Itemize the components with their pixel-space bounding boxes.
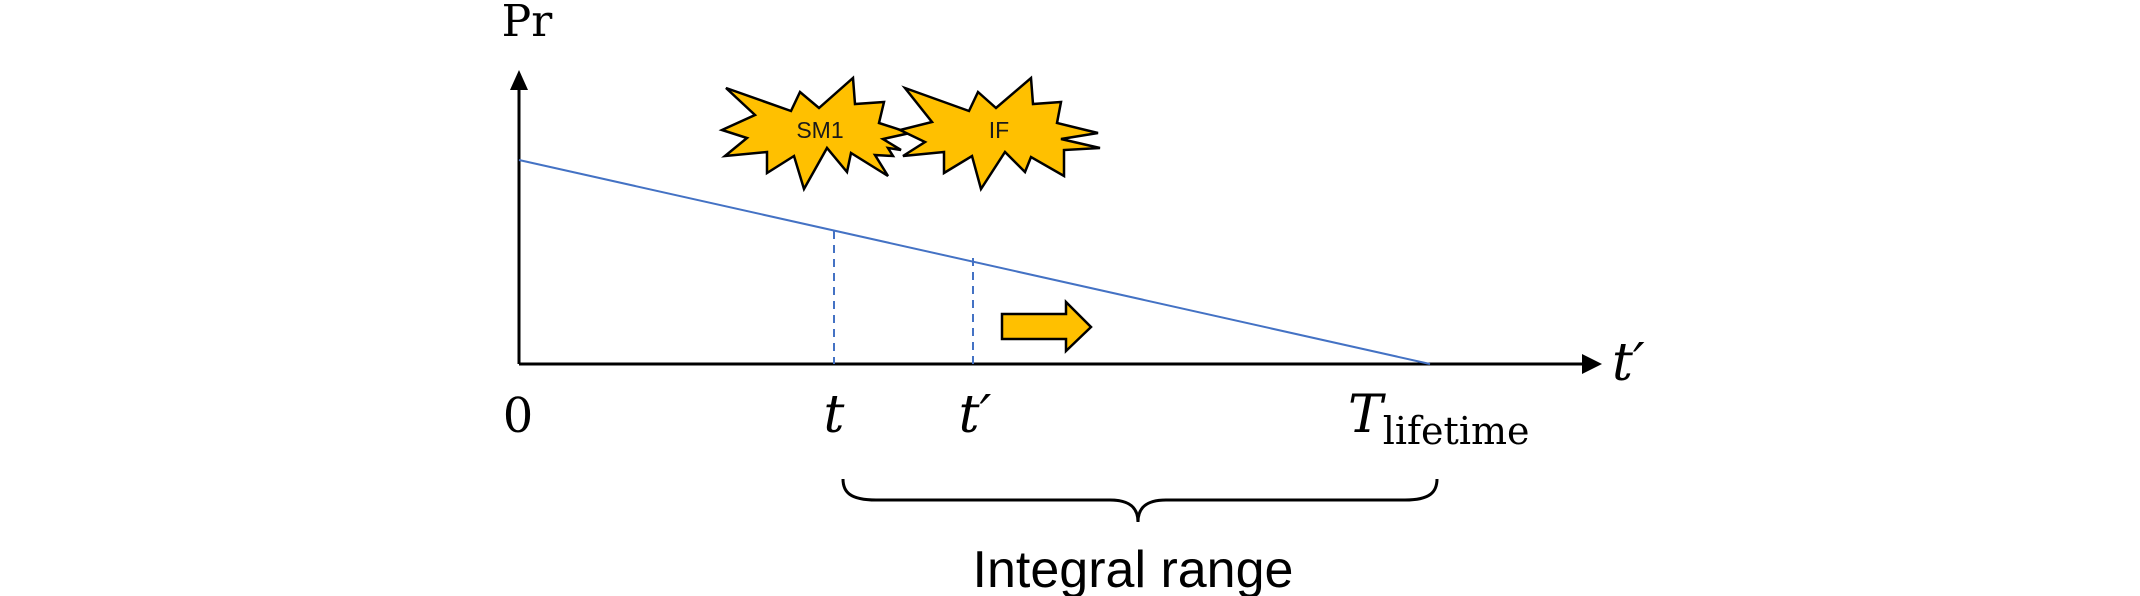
burst-sm1: SM1	[718, 75, 915, 193]
tick-lifetime-label: Tlifetime	[1348, 385, 1530, 453]
y-axis-arrowhead	[510, 70, 528, 90]
x-axis-arrowhead	[1582, 354, 1602, 374]
x-axis-label: t′	[1612, 333, 1645, 393]
tick-origin-label: 0	[503, 388, 534, 444]
tick-t-prime-label: t′	[959, 385, 992, 445]
tick-t-label: t	[824, 385, 845, 445]
burst-if-label: IF	[989, 117, 1009, 143]
y-axis-label: Pr	[502, 0, 554, 47]
tick-lifetime-main: T	[1348, 385, 1386, 445]
tick-lifetime-subscript: lifetime	[1383, 409, 1530, 453]
explosion-burst-icon	[718, 75, 915, 193]
integral-range-caption: Integral range	[973, 541, 1294, 596]
burst-sm1-label: SM1	[796, 117, 843, 143]
explosion-burst-icon	[896, 75, 1101, 193]
integral-range-brace	[841, 478, 1439, 523]
right-arrow-shape	[1000, 298, 1093, 354]
burst-if: IF	[896, 75, 1101, 193]
probability-line	[518, 159, 1431, 365]
